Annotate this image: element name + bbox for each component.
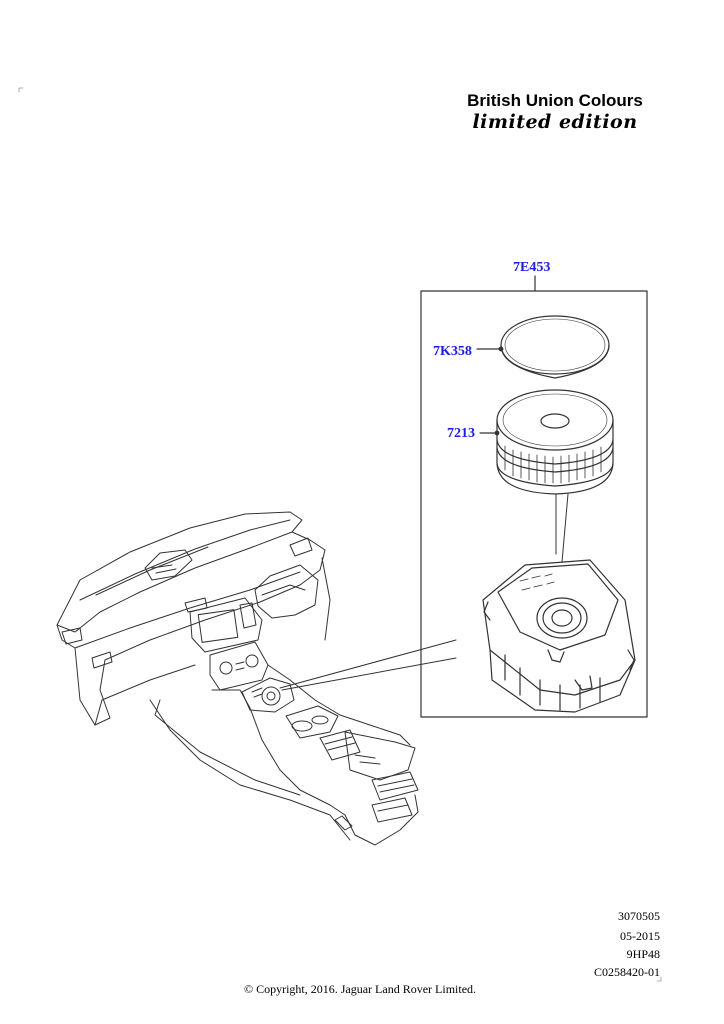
footer-code-1: 3070505: [618, 909, 660, 923]
callout-7213[interactable]: 7213: [447, 426, 475, 441]
dashboard-illustration: [56, 511, 419, 846]
callout-7e453[interactable]: 7E453: [513, 260, 551, 275]
footer-code-3: 9HP48: [626, 947, 660, 961]
copyright-notice: © Copyright, 2016. Jaguar Land Rover Lim…: [243, 982, 477, 996]
crop-mark-top-left: [18, 87, 24, 93]
leader-lines: [279, 639, 457, 691]
footer-code-2: 05-2015: [620, 929, 660, 943]
page-title: British Union Colours: [467, 91, 643, 110]
page-subtitle: limited edition: [472, 111, 638, 133]
gear-selector-module: [482, 559, 636, 713]
detail-box: [420, 275, 648, 718]
cap-part: [476, 315, 610, 379]
rotary-knob-part: [479, 389, 614, 563]
crop-mark-bottom-right: [656, 976, 662, 982]
callout-7k358[interactable]: 7K358: [433, 344, 472, 359]
footer-code-4: C0258420-01: [594, 965, 660, 979]
